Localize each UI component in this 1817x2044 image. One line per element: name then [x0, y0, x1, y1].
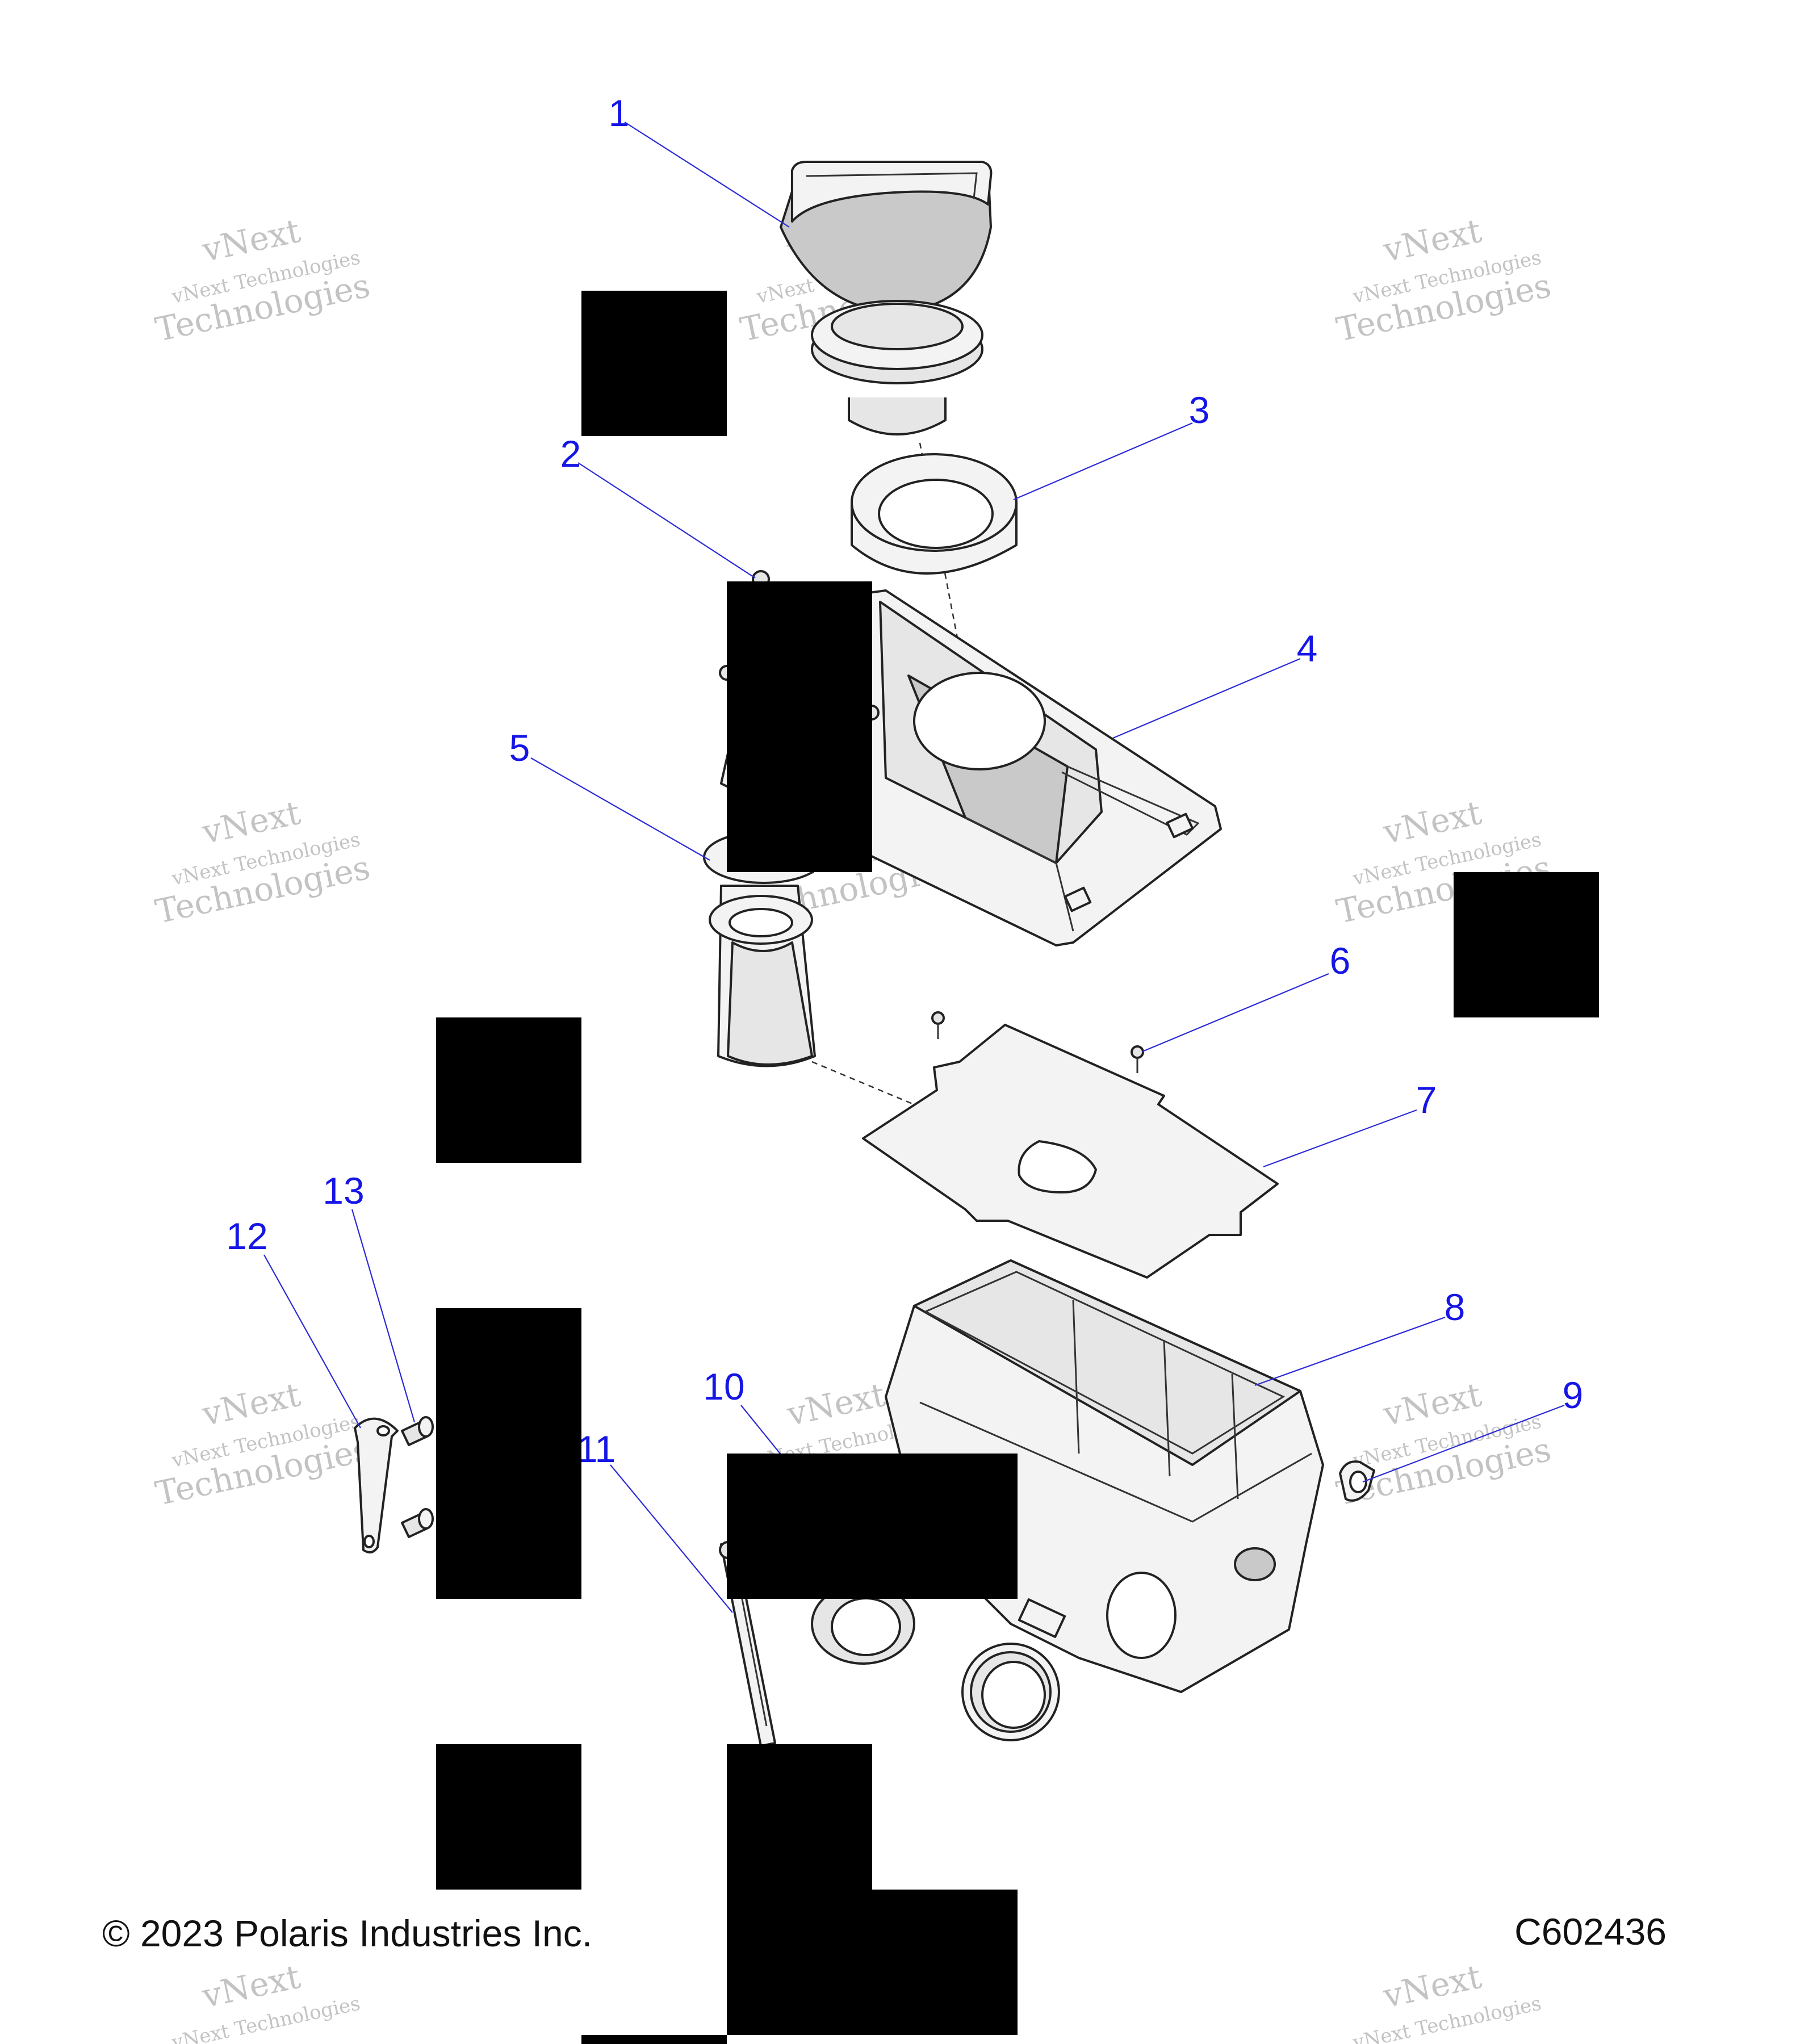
callout-8: 8	[1445, 1286, 1466, 1328]
leader-5	[530, 757, 710, 861]
callout-5: 5	[509, 727, 530, 769]
part-mounting-plate	[862, 1024, 1279, 1279]
watermark: vNext vNext Technologies Technologies	[152, 211, 374, 349]
diagram-code: C602436	[1514, 1911, 1667, 1953]
screw	[1131, 1045, 1144, 1073]
redaction-block	[727, 1744, 872, 1890]
redaction-block	[1454, 872, 1599, 1017]
leader-6	[1142, 973, 1329, 1053]
leader-4	[1112, 657, 1301, 739]
redaction-block	[727, 1890, 1018, 2035]
leader-9	[1362, 1404, 1565, 1483]
part-bracket	[354, 1417, 399, 1553]
callouts: 1 2 3 4 5 6 7 8 9 10 11 12 13	[226, 92, 1583, 1470]
callout-11: 11	[577, 1428, 616, 1470]
leader-lines	[263, 122, 1565, 1613]
leader-1	[624, 122, 790, 228]
callout-2: 2	[560, 433, 581, 475]
bolt	[401, 1416, 434, 1446]
watermark: vNext vNext Technologies	[1350, 1957, 1543, 2044]
redaction-block	[436, 1017, 581, 1163]
redaction-block	[436, 1744, 581, 1890]
part-clip	[1339, 1460, 1375, 1502]
leader-13	[351, 1209, 416, 1423]
watermark: vNext vNext Technologies	[169, 1957, 362, 2044]
copyright-text: © 2023 Polaris Industries Inc.	[102, 1912, 592, 1954]
redaction-block	[436, 1308, 581, 1599]
part-intake-boot	[780, 161, 993, 435]
watermark: vNext vNext Technologies Technologies	[152, 1375, 374, 1513]
callout-9: 9	[1563, 1374, 1584, 1416]
leader-7	[1263, 1109, 1417, 1168]
redactions	[436, 291, 1599, 2044]
callout-12: 12	[226, 1215, 267, 1257]
callout-7: 7	[1416, 1079, 1437, 1121]
callout-4: 4	[1297, 627, 1318, 669]
footer: © 2023 Polaris Industries Inc. C602436	[102, 1911, 1667, 1954]
part-airbox-base	[811, 1259, 1324, 1693]
watermark: vNext vNext Technologies Technologies	[1333, 211, 1555, 349]
redaction-block	[581, 291, 727, 436]
callout-3: 3	[1189, 389, 1210, 431]
bolt	[401, 1508, 434, 1538]
redaction-block	[727, 581, 872, 872]
leader-2	[577, 462, 756, 579]
leader-8	[1254, 1316, 1446, 1387]
watermark: vNext vNext Technologies Technologies	[152, 793, 374, 931]
callout-6: 6	[1330, 940, 1351, 982]
axis-funnel-to-plate	[811, 1061, 1057, 1165]
redaction-block	[581, 2035, 727, 2044]
callout-1: 1	[609, 92, 630, 134]
leader-11	[610, 1464, 733, 1613]
redaction-block	[727, 1454, 1018, 1599]
leader-3	[1013, 422, 1193, 501]
screw	[931, 1011, 945, 1039]
part-bolts	[401, 1416, 434, 1538]
leader-12	[263, 1254, 361, 1429]
part-coupler-ring	[851, 453, 1018, 575]
part-grommet	[961, 1643, 1060, 1741]
callout-10: 10	[703, 1366, 744, 1408]
callout-13: 13	[323, 1170, 364, 1212]
